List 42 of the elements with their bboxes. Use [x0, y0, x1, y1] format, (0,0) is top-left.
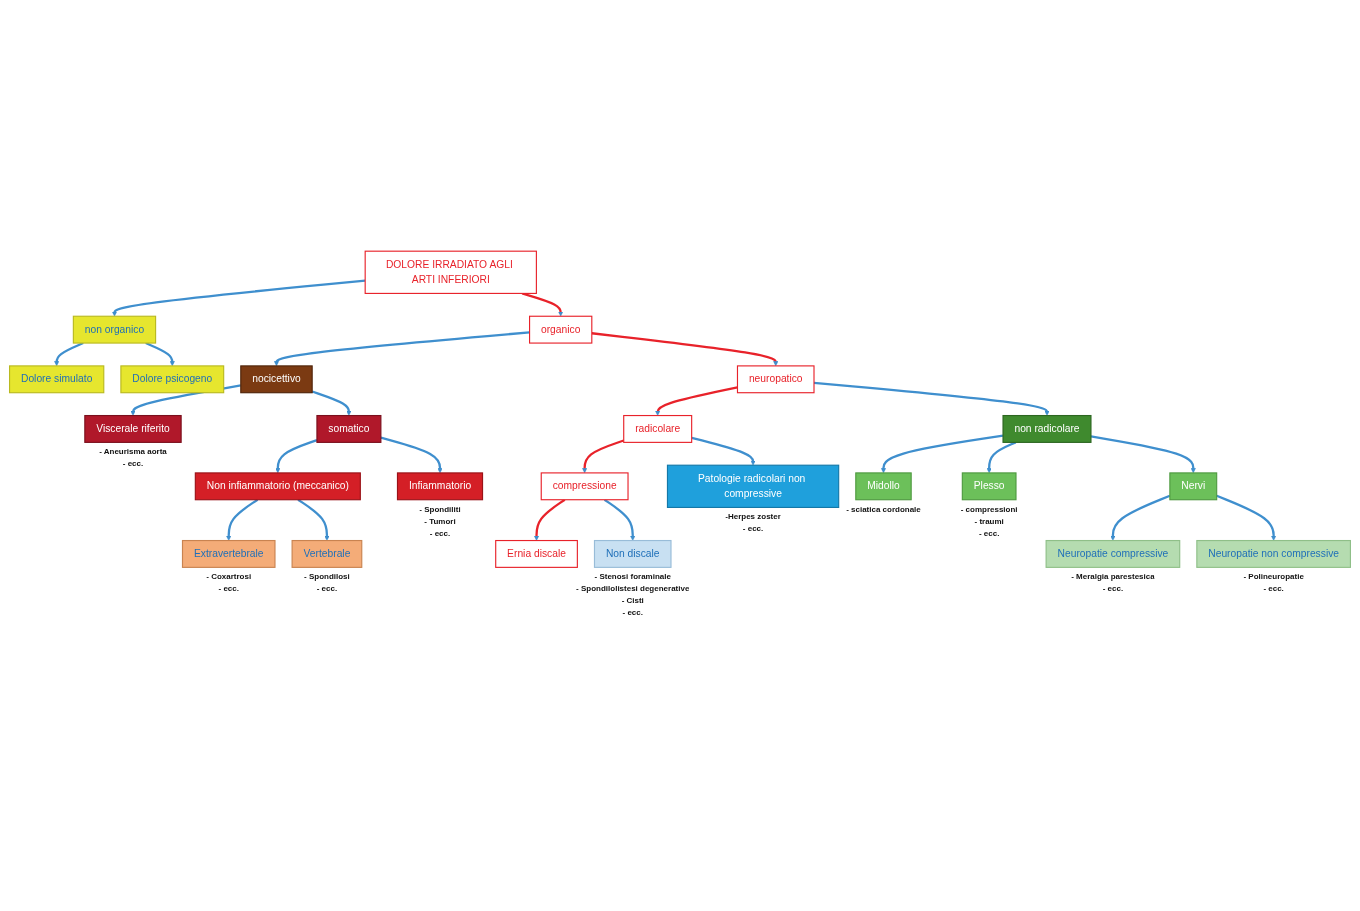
arrow [311, 390, 352, 416]
node-box: non radicolare [1002, 415, 1092, 443]
arrow [226, 498, 259, 541]
node-box: neuropatico [736, 365, 815, 394]
node-box: compressione [540, 472, 629, 501]
node-box: non organico [72, 315, 157, 344]
node-box: somatico [316, 415, 382, 443]
node-box: Dolore psicogeno [120, 365, 225, 394]
arrow [54, 342, 84, 367]
node-box: Midollo [855, 472, 912, 501]
node-box: Non discale [593, 539, 672, 568]
arrow [297, 498, 330, 541]
node-box: Vertebrale [291, 539, 363, 568]
arrow [603, 498, 636, 541]
arrow [534, 498, 566, 541]
node-box: nocicettivo [240, 365, 313, 394]
arrow [1090, 435, 1196, 474]
arrow [591, 332, 779, 367]
node-box: Dolore simulato [9, 365, 105, 394]
arrow [380, 436, 443, 474]
arrow [881, 434, 1004, 474]
node-box: Plesso [961, 472, 1017, 501]
node-box: Neuropatie non compressive [1196, 539, 1351, 568]
node-box: Non infiammatorio (meccanico) [194, 472, 361, 501]
arrow [691, 436, 756, 466]
arrow [521, 292, 564, 317]
node-box: organico [529, 315, 593, 344]
node-box: Neuropatie compressive [1045, 539, 1181, 568]
node-box: Ernia discale [495, 539, 578, 568]
node-box: Extravertebrale [181, 539, 276, 568]
arrow [986, 441, 1017, 474]
node-box: Nervi [1169, 472, 1218, 501]
arrow [655, 386, 738, 416]
arrow [145, 342, 175, 367]
node-box: Infiammatorio [396, 472, 484, 501]
arrow [1216, 494, 1277, 541]
arrow [111, 279, 366, 317]
node-box: Viscerale riferito [84, 415, 182, 443]
node-box: radicolare [623, 415, 693, 443]
node-box: Patologie radicolari non compressive [666, 464, 840, 508]
arrow [273, 331, 530, 367]
node-box: DOLORE IRRADIATO AGLI ARTI INFERIORI [364, 250, 537, 294]
